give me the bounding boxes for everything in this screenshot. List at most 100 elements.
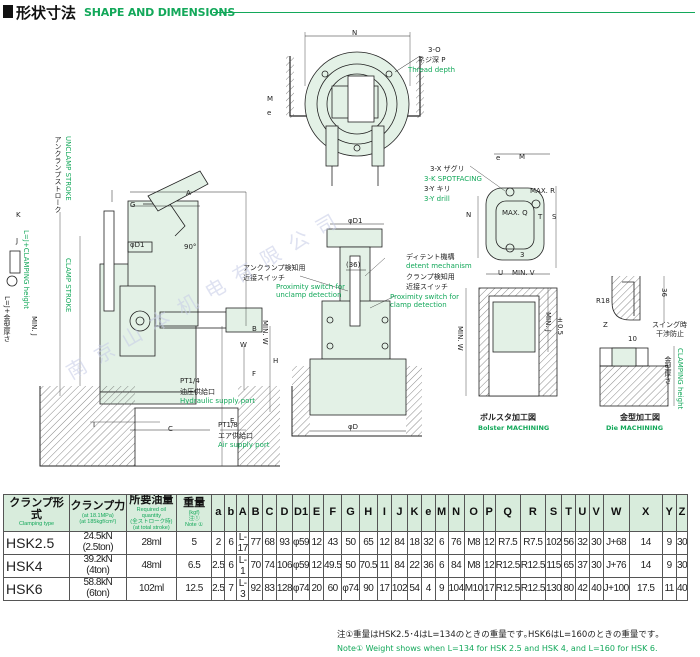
cell-Q: R7.5 [494,530,521,555]
col-P: P [482,494,496,532]
cell-Y: 9 [661,553,677,578]
die-dim-10: 10 [628,335,637,343]
bolster-title-en: Bolster MACHINING [478,424,550,432]
hydraulic-port-ja: 油圧供給口 [180,388,215,396]
cell-A: L-17 [236,530,250,555]
bolster-min-v: MIN. V [512,269,535,277]
cell-G: 50 [341,530,360,555]
drill-en: 3-Y drill [424,195,450,203]
cell-F: 60 [322,576,343,601]
bolster-dim-n: N [466,211,472,219]
cell-J: 84 [390,530,409,555]
unclamp-stroke-ja: アンクランプストローク [54,136,62,213]
cell-X: 14 [628,530,663,555]
cell-force-kn: 58.8kN [83,577,113,589]
cell-a: 2.5 [211,553,226,578]
cell-D: 93 [275,530,294,555]
cell-D: 128 [275,576,294,601]
col-E: E [309,494,324,532]
clamp-switch-ja: クランプ検知用 [406,273,455,281]
col-clamp-type: クランプ形式 Clamping type [2,494,71,532]
cell-oil: 48ml [125,553,178,578]
side-view [291,223,422,437]
col-A: A [236,494,250,532]
col-H: H [358,494,379,532]
thread-depth-ja: ネジ深 P [418,56,446,64]
cell-D1: φ59 [292,553,311,578]
cell-H: 90 [358,576,379,601]
cell-A: L-1 [236,553,250,578]
header-rule [213,12,695,13]
col-D: D [275,494,294,532]
cell-K: 22 [407,553,422,578]
col-X: X [628,494,663,532]
cell-e: 36 [420,553,436,578]
dim-c: C [168,425,173,433]
cell-oil: 102ml [125,576,178,601]
cell-Z: 40 [675,576,689,601]
air-port-en: Air supply port [218,441,270,449]
drawing-svg [6,32,675,467]
cell-Y: 9 [661,530,677,555]
col-clamp-force: クランプ力 (at 18.1MPa) (at 185kgf/cm²) [69,494,127,532]
section-title-en: SHAPE AND DIMENSIONS [84,6,236,19]
dim-phi-d1-front: φD1 [130,241,145,249]
technical-drawing: N 3-O ネジ深 P Thread depth M e A G K J B W… [0,26,700,490]
cell-X: 14 [628,553,663,578]
col-C: C [262,494,277,532]
col-M: M [434,494,449,532]
bolster-min-j: MIN. J [544,312,552,332]
swing-ja2: 干渉防止 [656,330,684,338]
cell-e: 4 [420,576,436,601]
col-weight: 重量 (kgf) 注① Note ① [176,494,213,532]
col-W: W [602,494,630,532]
bolster-plan [469,153,557,275]
col-Q: Q [494,494,521,532]
unclamp-switch-ja: アンクランプ検知用 [243,264,306,272]
clamp-switch-en2: clamp detection [390,301,447,309]
col-clamp-type-en: Clamping type [18,521,55,528]
dim-j: J [16,237,19,245]
cell-K: 18 [407,530,422,555]
col-I: I [377,494,392,532]
dim-36-side: (36) [346,261,361,269]
unclamp-switch-en2: unclamp detection [276,291,342,299]
drill-ja: 3-Y キリ [424,185,451,193]
cell-F: 43 [322,530,343,555]
cell-W: J+68 [602,530,630,555]
cell-Q: R12.5 [494,576,521,601]
cell-D: 106 [275,553,294,578]
cell-M: 9 [434,576,449,601]
note-ja: 注①重量はHSK2.5･4はL=134のときの重量です｡HSK6はL=160のと… [337,630,660,640]
cell-P: 12 [482,530,496,555]
col-oil-en2: (全ストローク時) [130,518,173,525]
cell-Z: 30 [675,553,689,578]
section-header: 形状寸法 SHAPE AND DIMENSIONS [0,0,700,24]
cell-H: 65 [358,530,379,555]
cell-force-ton: (4ton) [86,564,110,576]
cell-U: 32 [574,530,590,555]
cell-I: 12 [377,530,392,555]
cell-e: 32 [420,530,436,555]
cell-P: 12 [482,553,496,578]
cell-E: 12 [309,530,324,555]
spotfacing-en: 3-K SPOTFACING [424,175,482,183]
air-port-ja: エア供給口 [218,432,253,440]
col-e: e [420,494,436,532]
clamp-switch-en: Proximity switch for [390,293,460,301]
cell-O: M8 [463,553,484,578]
cell-b: 6 [224,530,238,555]
col-R: R [519,494,546,532]
cell-U: 42 [574,576,590,601]
unclamp-switch-en: Proximity switch for [276,283,346,291]
note-en: Note① Weight shows when L=134 for HSK 2.… [337,644,658,653]
top-view [286,32,424,186]
cell-I: 11 [377,553,392,578]
thread-spec: 3-O [428,46,441,54]
cell-C: 74 [262,553,277,578]
cell-b: 6 [224,553,238,578]
section-marker [3,5,13,18]
cell-X: 17.5 [628,576,663,601]
cell-E: 12 [309,553,324,578]
cell-N: 84 [447,553,465,578]
